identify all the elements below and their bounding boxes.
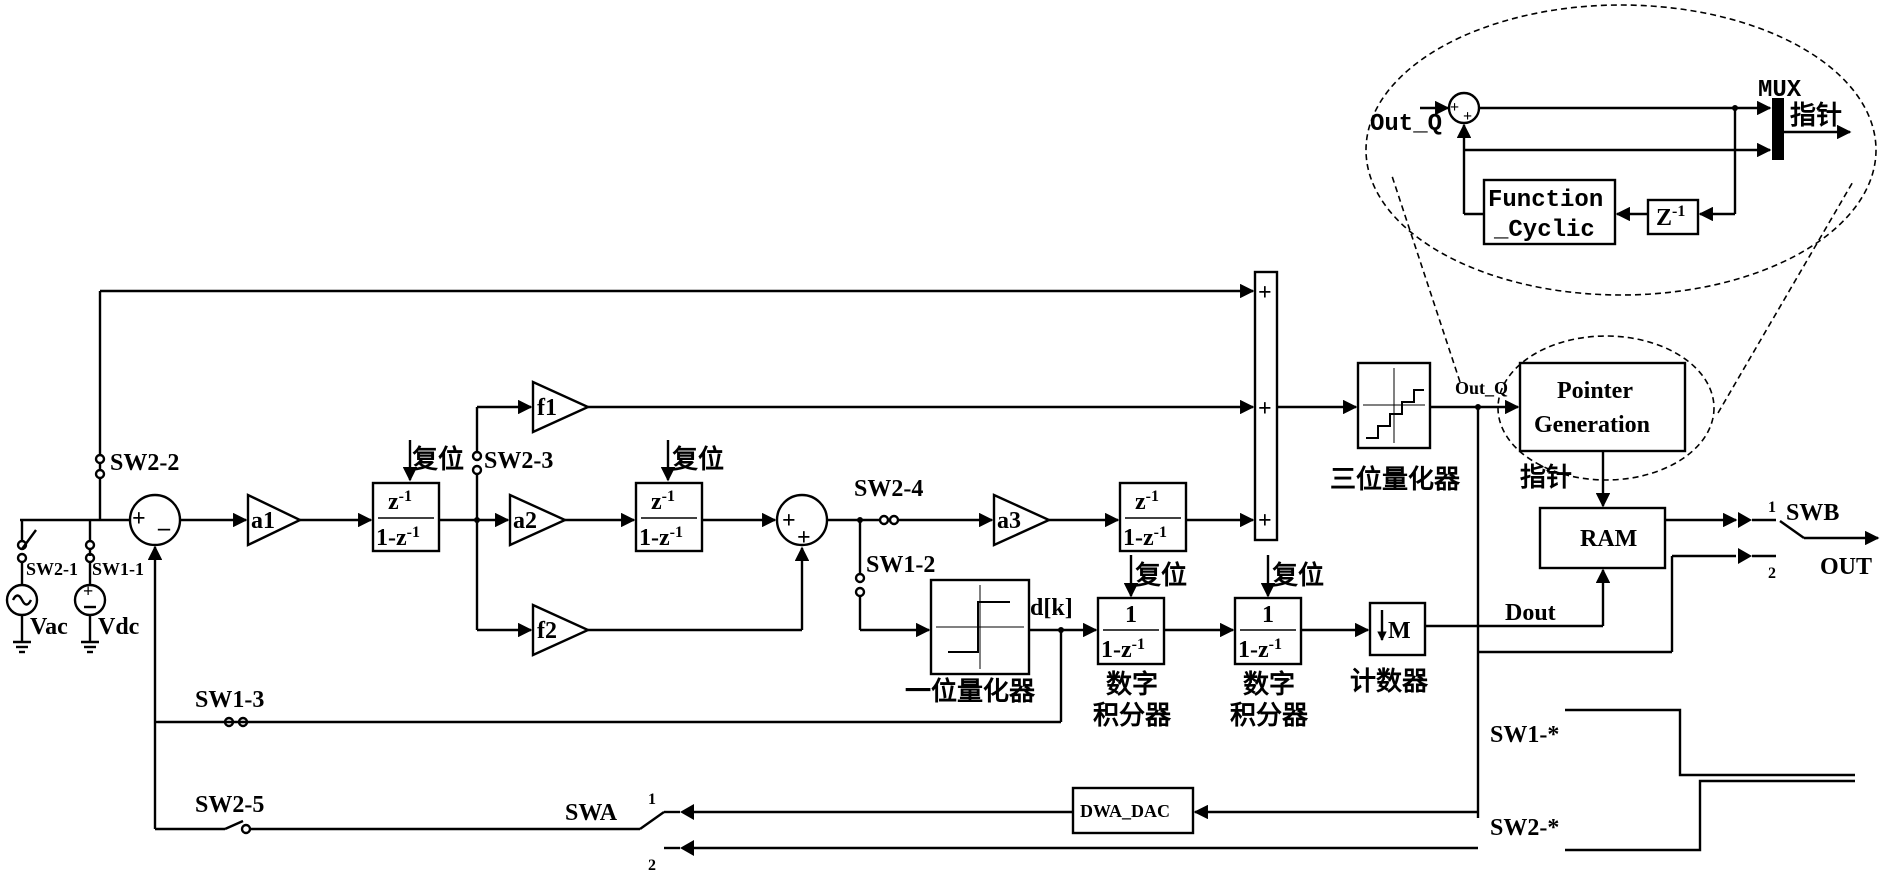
inset-diagram: Out_Q + + Z-1 Function _Cyclic MUX 指针 [1370, 77, 1850, 244]
sw2-4-label: SW2-4 [854, 476, 923, 502]
svg-text:M: M [1388, 618, 1411, 644]
sw2-3-label: SW2-3 [484, 448, 553, 474]
integrator-3: z-1 1-z-1 [1120, 483, 1186, 551]
svg-text:1: 1 [1262, 602, 1274, 628]
out-q-label: Out_Q [1455, 378, 1508, 398]
svg-text:_Cyclic: _Cyclic [1493, 217, 1595, 244]
reset-label-4: 复位 [1272, 560, 1324, 590]
svg-text:1: 1 [648, 791, 656, 808]
output-adder: + + + [1255, 272, 1277, 540]
sw1-1-label: SW1-1 [92, 559, 144, 579]
counter-label: 计数器 [1350, 667, 1429, 696]
dout-label: Dout [1505, 600, 1556, 626]
svg-text:1: 1 [1768, 499, 1776, 516]
reset-label-1: 复位 [412, 444, 464, 474]
svg-text:+: + [782, 508, 796, 534]
ram-block: RAM [1540, 508, 1665, 568]
svg-text:+: + [797, 525, 811, 551]
vac-label: Vac [30, 614, 68, 640]
inset-out-q-label: Out_Q [1370, 111, 1442, 138]
sw1-2-label: SW1-2 [866, 552, 935, 578]
one-bit-quantizer [931, 580, 1029, 674]
sw2-2-label: SW2-2 [110, 450, 179, 476]
svg-text:+: + [1463, 108, 1472, 125]
sw2-1-label: SW2-1 [26, 559, 78, 579]
svg-text:+: + [132, 506, 146, 532]
sw2-5-label: SW2-5 [195, 792, 264, 818]
dk-label: d[k] [1030, 595, 1073, 621]
integrator-1: z-1 1-z-1 [373, 483, 439, 551]
dwa-dac-block: DWA_DAC [1073, 788, 1193, 833]
digital-integrator-2-label-top: 数字 [1243, 669, 1295, 699]
sw1-star-label: SW1-* [1490, 722, 1559, 748]
digital-integrator-2: 1 1-z-1 [1235, 598, 1301, 664]
gain-a1: a1 [248, 495, 300, 545]
summer-1: + _ [130, 495, 180, 545]
reset-label-3: 复位 [1135, 560, 1187, 590]
gain-f1: f1 [533, 382, 588, 432]
digital-integrator-1: 1 1-z-1 [1098, 598, 1164, 664]
svg-text:+: + [1258, 280, 1272, 306]
one-bit-quantizer-label: 一位量化器 [905, 676, 1036, 706]
three-level-quantizer [1358, 363, 1430, 448]
svg-text:+: + [1258, 396, 1272, 422]
svg-text:2: 2 [648, 857, 656, 874]
svg-text:f1: f1 [537, 395, 557, 421]
svg-text:a2: a2 [513, 508, 537, 534]
gain-f2: f2 [533, 605, 588, 655]
swa-label: SWA [565, 800, 618, 826]
sw2-star-label: SW2-* [1490, 815, 1559, 841]
inset-mux-label: MUX [1758, 77, 1802, 104]
svg-text:Function: Function [1488, 187, 1603, 214]
summer-2: + + [777, 495, 827, 551]
svg-text:+: + [1258, 508, 1272, 534]
gain-a2: a2 [510, 495, 565, 545]
svg-text:1: 1 [1125, 602, 1137, 628]
input-sources: Vac SW2-1 + Vdc SW1-1 [7, 520, 155, 652]
three-level-quantizer-label: 三位量化器 [1330, 464, 1461, 494]
pointer-generation-block: Pointer Generation [1520, 363, 1685, 451]
integrator-2: z-1 1-z-1 [636, 483, 702, 551]
inset-mux-bar [1772, 98, 1784, 160]
svg-text:RAM: RAM [1580, 526, 1637, 552]
svg-text:+: + [1450, 99, 1459, 116]
svg-text:a3: a3 [997, 508, 1021, 534]
svg-text:Pointer: Pointer [1557, 378, 1633, 404]
svg-text:_: _ [157, 507, 171, 533]
reset-label-2: 复位 [672, 444, 724, 474]
svg-text:f2: f2 [537, 618, 557, 644]
switch-timing [1565, 710, 1855, 850]
swb-label: SWB [1786, 500, 1839, 526]
vdc-label: Vdc [98, 614, 140, 640]
digital-integrator-2-label-bottom: 积分器 [1230, 701, 1309, 730]
inset-pointer-label: 指针 [1790, 101, 1842, 130]
sw1-3-label: SW1-3 [195, 687, 264, 713]
svg-text:DWA_DAC: DWA_DAC [1080, 801, 1170, 821]
counter-block: M [1370, 603, 1425, 655]
sw2-5-feedback [155, 722, 1478, 856]
svg-text:a1: a1 [251, 508, 275, 534]
digital-integrator-1-label-bottom: 积分器 [1093, 701, 1172, 730]
digital-integrator-1-label-top: 数字 [1106, 669, 1158, 699]
out-label: OUT [1820, 554, 1872, 580]
svg-text:2: 2 [1768, 565, 1776, 582]
gain-a3: a3 [994, 495, 1049, 545]
svg-text:Generation: Generation [1534, 412, 1650, 438]
svg-text:+: + [83, 581, 93, 601]
